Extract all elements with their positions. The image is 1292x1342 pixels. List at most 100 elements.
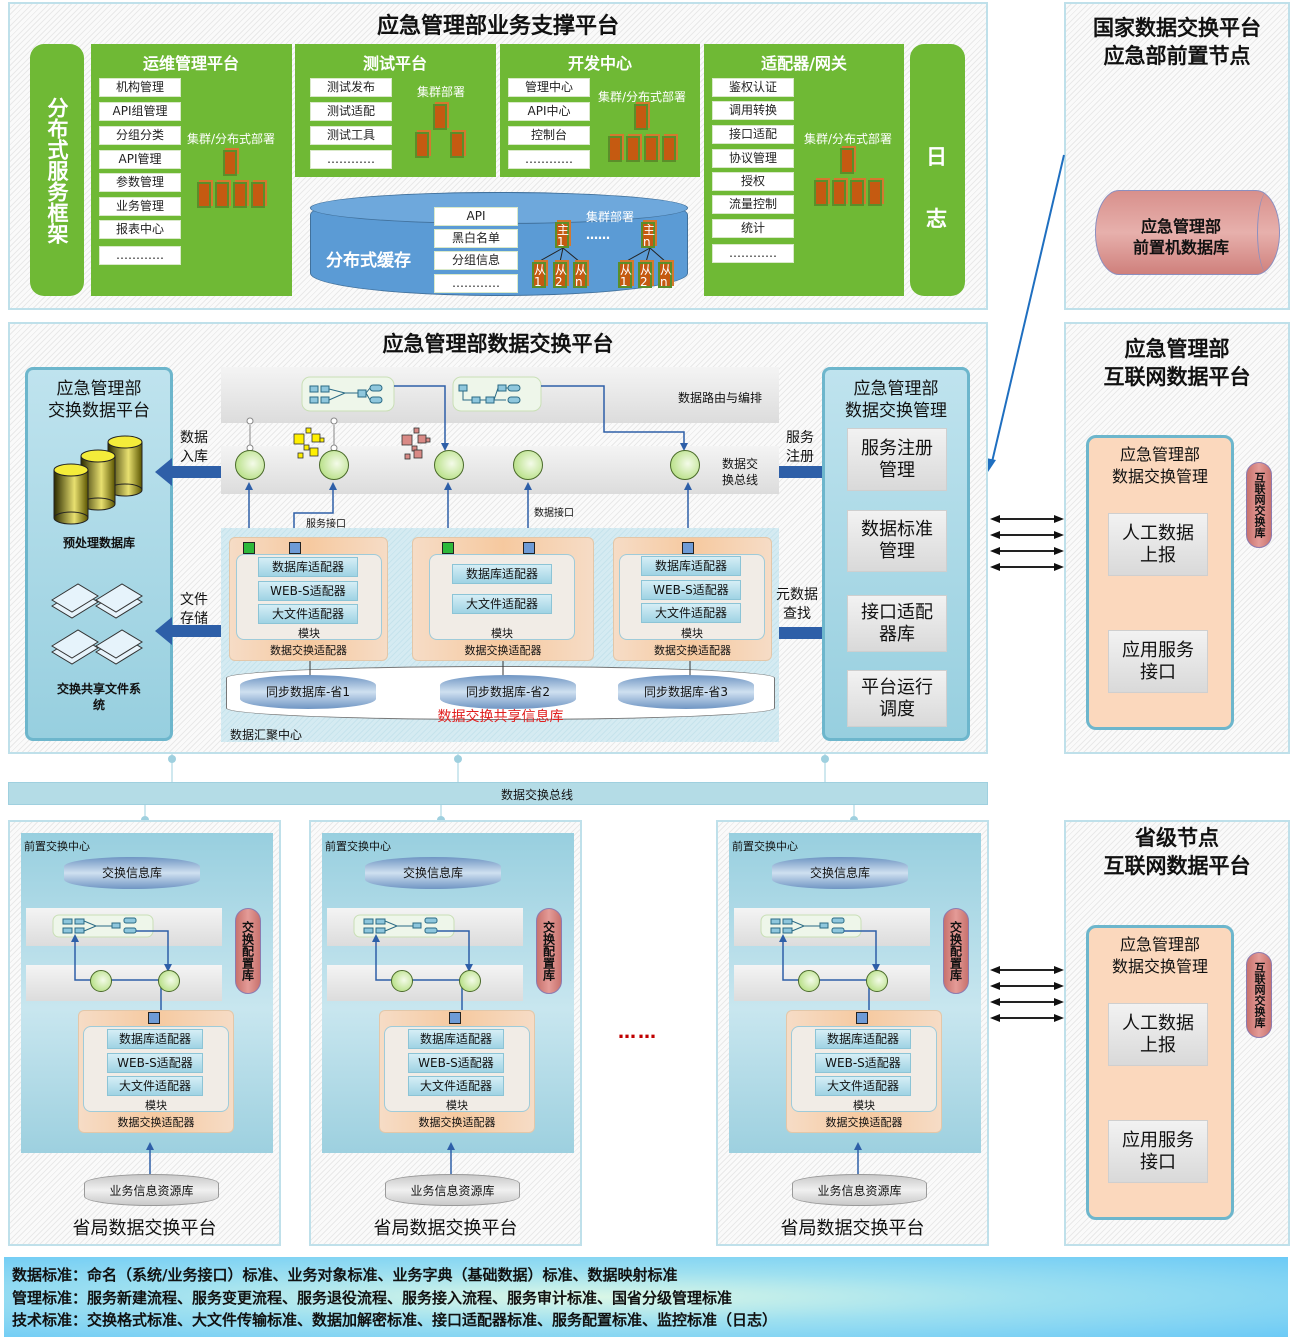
- cache-item[interactable]: …………: [434, 274, 518, 293]
- manual-report-button[interactable]: 人工数据上报: [1108, 513, 1208, 576]
- bus-node[interactable]: [434, 450, 464, 480]
- adapter-db-button[interactable]: 数据库适配器: [107, 1029, 203, 1049]
- module-label: 模块: [681, 627, 703, 640]
- technical-standards: 技术标准：交换格式标准、大文件传输标准、数据加解密标准、接口适配器标准、服务配置…: [12, 1311, 778, 1329]
- exchange-config-db[interactable]: 交换配置库: [235, 908, 261, 994]
- bus-node[interactable]: [670, 450, 700, 480]
- bus-node[interactable]: [798, 970, 820, 992]
- bus-node[interactable]: [319, 450, 349, 480]
- adapter-webs-button[interactable]: WEB-S适配器: [107, 1053, 203, 1073]
- ops-item[interactable]: 参数管理: [99, 173, 181, 192]
- exchange-info-db[interactable]: 交换信息库: [365, 857, 501, 889]
- dev-item[interactable]: 管理中心: [508, 78, 590, 97]
- gateway-item[interactable]: 调用转换: [712, 101, 794, 120]
- ops-item[interactable]: 业务管理: [99, 197, 181, 216]
- business-resource-db[interactable]: 业务信息资源库: [792, 1174, 927, 1206]
- right-panel-title-2: 数据交换管理: [845, 401, 947, 421]
- business-resource-db[interactable]: 业务信息资源库: [84, 1174, 219, 1206]
- gateway-item[interactable]: 协议管理: [712, 149, 794, 168]
- bus-node[interactable]: [158, 970, 180, 992]
- ops-item[interactable]: …………: [99, 246, 181, 265]
- exchange-config-db[interactable]: 交换配置库: [943, 908, 969, 994]
- dev-item[interactable]: …………: [508, 150, 590, 169]
- slave-server-icon: 从1: [618, 262, 633, 289]
- ops-deploy-note: 集群/分布式部署: [187, 132, 276, 146]
- adapter-db-button[interactable]: 数据库适配器: [815, 1029, 911, 1049]
- dev-center: 开发中心 管理中心 API中心 控制台 ………… 集群/分布式部署: [500, 44, 700, 177]
- server-icon: [634, 104, 648, 130]
- dev-deploy-note: 集群/分布式部署: [598, 90, 687, 104]
- internet-exchange-db[interactable]: 互联网交换库: [1246, 462, 1272, 548]
- adapter-webs-button[interactable]: WEB-S适配器: [641, 580, 741, 600]
- cache-item[interactable]: 黑白名单: [434, 229, 518, 248]
- data-standard-button[interactable]: 数据标准管理: [847, 510, 947, 572]
- ops-item[interactable]: 分组分类: [99, 126, 181, 145]
- bus-node[interactable]: [235, 450, 265, 480]
- exchange-info-db[interactable]: 交换信息库: [772, 857, 908, 889]
- green-port-icon: [442, 542, 454, 554]
- right-panel-title-1: 应急管理部: [853, 379, 939, 399]
- exchange-info-db[interactable]: 交换信息库: [64, 857, 200, 889]
- gateway-item[interactable]: 鉴权认证: [712, 78, 794, 97]
- gateway-item[interactable]: 授权: [712, 172, 794, 191]
- bus-node[interactable]: [513, 450, 543, 480]
- bus-node[interactable]: [391, 970, 413, 992]
- yellow-cluster-icon: [293, 427, 325, 459]
- ops-item[interactable]: 报表中心: [99, 220, 181, 239]
- adapter-bigfile-button[interactable]: 大文件适配器: [452, 594, 552, 614]
- manual-report-button[interactable]: 人工数据上报: [1108, 1003, 1208, 1066]
- test-item[interactable]: 测试适配: [310, 102, 392, 121]
- ops-item[interactable]: API组管理: [99, 102, 181, 121]
- platform-scheduling-button[interactable]: 平台运行调度: [847, 670, 947, 727]
- bus-node[interactable]: [866, 970, 888, 992]
- dev-item[interactable]: API中心: [508, 102, 590, 121]
- sync-db[interactable]: 同步数据库-省3: [618, 675, 754, 709]
- exchange-config-db[interactable]: 交换配置库: [536, 908, 562, 994]
- internet-platform-title-2: 互联网数据平台: [1103, 364, 1251, 389]
- sync-db[interactable]: 同步数据库-省2: [440, 675, 576, 709]
- bus-node[interactable]: [459, 970, 481, 992]
- internet-panel-title-2: 数据交换管理: [1111, 467, 1208, 486]
- adapter-bigfile-button[interactable]: 大文件适配器: [107, 1076, 203, 1096]
- sync-db[interactable]: 同步数据库-省1: [240, 675, 376, 709]
- ops-item[interactable]: API管理: [99, 150, 181, 169]
- internet-exchange-db[interactable]: 互联网交换库: [1246, 952, 1272, 1038]
- adapter-db-button[interactable]: 数据库适配器: [641, 556, 741, 576]
- module-label: 模块: [853, 1099, 875, 1112]
- server-icon: [251, 182, 265, 208]
- test-item[interactable]: …………: [310, 150, 392, 169]
- adapter-db-button[interactable]: 数据库适配器: [408, 1029, 504, 1049]
- cache-item[interactable]: 分组信息: [434, 251, 518, 270]
- bus-bar: [327, 965, 523, 1001]
- adapter-webs-button[interactable]: WEB-S适配器: [258, 581, 358, 601]
- test-item[interactable]: 测试工具: [310, 126, 392, 145]
- service-interface-label: 服务接口: [306, 519, 346, 530]
- app-service-interface-button[interactable]: 应用服务接口: [1108, 1120, 1208, 1183]
- server-icon: [223, 150, 237, 176]
- bus-node[interactable]: [90, 970, 112, 992]
- ops-item[interactable]: 机构管理: [99, 78, 181, 97]
- server-icon: [433, 104, 447, 130]
- national-node-title-2: 应急部前置节点: [1103, 43, 1251, 68]
- service-registry-button[interactable]: 服务注册管理: [847, 428, 947, 491]
- interface-adapter-lib-button[interactable]: 接口适配器库: [847, 595, 947, 652]
- dev-item[interactable]: 控制台: [508, 126, 590, 145]
- gateway-item[interactable]: 流量控制: [712, 195, 794, 214]
- test-item[interactable]: 测试发布: [310, 78, 392, 97]
- app-service-interface-button[interactable]: 应用服务接口: [1108, 630, 1208, 693]
- adapter-bigfile-button[interactable]: 大文件适配器: [408, 1076, 504, 1096]
- business-resource-db[interactable]: 业务信息资源库: [385, 1174, 520, 1206]
- adapter-db-button[interactable]: 数据库适配器: [452, 564, 552, 584]
- adapter-webs-button[interactable]: WEB-S适配器: [815, 1053, 911, 1073]
- gateway-item[interactable]: 统计: [712, 219, 794, 238]
- adapter-bigfile-button[interactable]: 大文件适配器: [641, 603, 741, 623]
- cache-item[interactable]: API: [434, 207, 518, 226]
- gateway-item[interactable]: …………: [712, 244, 794, 263]
- blue-port-icon: [148, 1012, 160, 1024]
- adapter-db-button[interactable]: 数据库适配器: [258, 557, 358, 577]
- management-standards: 管理标准：服务新建流程、服务变更流程、服务退役流程、服务接入流程、服务审计标准、…: [12, 1289, 733, 1307]
- adapter-bigfile-button[interactable]: 大文件适配器: [815, 1076, 911, 1096]
- adapter-bigfile-button[interactable]: 大文件适配器: [258, 604, 358, 624]
- gateway-item[interactable]: 接口适配: [712, 125, 794, 144]
- adapter-webs-button[interactable]: WEB-S适配器: [408, 1053, 504, 1073]
